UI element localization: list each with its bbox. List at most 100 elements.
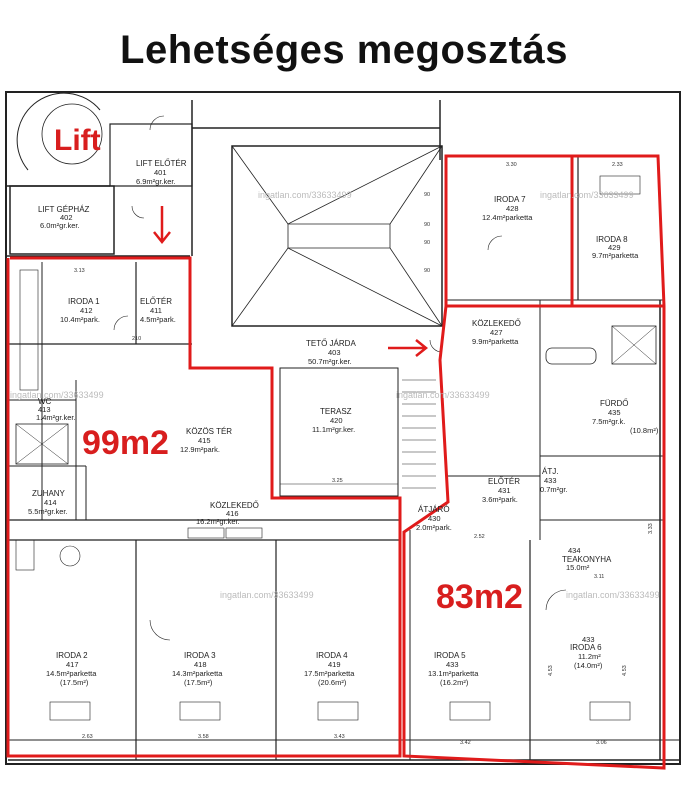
room-iroda-3: IRODA 3 418 14.3m²parketta (17.5m²) <box>172 651 223 687</box>
svg-text:ELŐTÉR: ELŐTÉR <box>140 297 172 306</box>
svg-text:IRODA 5: IRODA 5 <box>434 651 466 660</box>
svg-text:3.42: 3.42 <box>460 740 471 746</box>
watermark: ingatlan.com/33633499 <box>258 190 352 200</box>
svg-text:11.1m²gr.ker.: 11.1m²gr.ker. <box>312 425 355 434</box>
svg-text:(17.5m²): (17.5m²) <box>184 678 213 687</box>
svg-text:9.9m²parketta: 9.9m²parketta <box>472 337 519 346</box>
svg-text:KÖZLEKEDŐ: KÖZLEKEDŐ <box>210 501 259 510</box>
svg-text:3.25: 3.25 <box>332 478 343 484</box>
watermark: ingatlan.com/33633499 <box>220 590 314 600</box>
room-teakonyha: TEAKONYHA 434 15.0m² <box>562 546 612 572</box>
svg-text:(17.5m²): (17.5m²) <box>60 678 89 687</box>
svg-text:(14.0m²): (14.0m²) <box>574 661 603 670</box>
svg-text:3.33: 3.33 <box>648 523 654 534</box>
svg-text:3.43: 3.43 <box>334 734 345 740</box>
room-eloter-411: ELŐTÉR 411 4.5m²park. <box>140 297 176 324</box>
room-atjaro: ÁTJÁRÓ 430 2.0m²park. <box>416 505 452 532</box>
room-iroda-8: IRODA 8 429 9.7m²parketta <box>592 235 639 260</box>
svg-text:IRODA 1: IRODA 1 <box>68 297 100 306</box>
svg-text:(20.6m²): (20.6m²) <box>318 678 347 687</box>
svg-text:428: 428 <box>506 204 519 213</box>
svg-text:429: 429 <box>608 243 621 252</box>
svg-text:3.30: 3.30 <box>506 162 517 168</box>
watermark: ingatlan.com/33633499 <box>540 190 634 200</box>
svg-text:13.1m²parketta: 13.1m²parketta <box>428 669 479 678</box>
entry-arrows <box>153 206 429 357</box>
svg-text:416: 416 <box>226 509 239 518</box>
svg-text:ELŐTÉR: ELŐTÉR <box>488 477 520 486</box>
svg-text:434: 434 <box>568 546 581 555</box>
room-wc: WC 413 1.4m²gr.ker. <box>36 397 76 422</box>
division-outline-right <box>402 154 666 770</box>
svg-text:LIFT GÉPHÁZ: LIFT GÉPHÁZ <box>38 205 90 214</box>
svg-text:KÖZÖS TÉR: KÖZÖS TÉR <box>186 427 232 436</box>
svg-text:14.3m²parketta: 14.3m²parketta <box>172 669 223 678</box>
svg-text:6.9m²gr.ker.: 6.9m²gr.ker. <box>136 177 176 186</box>
svg-text:3.58: 3.58 <box>198 734 209 740</box>
svg-text:LIFT ELŐTÉR: LIFT ELŐTÉR <box>136 159 187 168</box>
watermark: ingatlan.com/33633499 <box>566 590 660 600</box>
svg-text:16.2m²gr.ker.: 16.2m²gr.ker. <box>196 517 240 526</box>
svg-text:2.52: 2.52 <box>474 534 485 540</box>
room-furdo: FÜRDŐ 435 7.5m²gr.k. (10.8m²) <box>592 399 659 435</box>
svg-text:433: 433 <box>544 476 557 485</box>
svg-text:KÖZLEKEDŐ: KÖZLEKEDŐ <box>472 319 521 328</box>
svg-text:ÁTJÁRÓ: ÁTJÁRÓ <box>418 505 450 514</box>
svg-text:402: 402 <box>60 213 73 222</box>
svg-text:1.4m²gr.ker.: 1.4m²gr.ker. <box>36 413 76 422</box>
svg-text:FÜRDŐ: FÜRDŐ <box>600 399 628 408</box>
room-atj-433: ÁTJ. 433 0.7m²gr. <box>540 467 568 494</box>
svg-text:430: 430 <box>428 514 441 523</box>
svg-text:413: 413 <box>38 405 51 414</box>
svg-text:3.13: 3.13 <box>74 268 85 274</box>
svg-text:12.4m²parketta: 12.4m²parketta <box>482 213 533 222</box>
svg-text:(16.2m²): (16.2m²) <box>440 678 469 687</box>
svg-text:IRODA 3: IRODA 3 <box>184 651 216 660</box>
svg-text:4.53: 4.53 <box>548 665 554 676</box>
svg-text:TERASZ: TERASZ <box>320 407 352 416</box>
svg-text:90: 90 <box>424 222 430 228</box>
svg-text:14.5m²parketta: 14.5m²parketta <box>46 669 97 678</box>
room-terasz: TERASZ 420 11.1m²gr.ker. <box>312 407 355 434</box>
area-right-label: 83m2 <box>436 578 523 616</box>
svg-text:90: 90 <box>424 192 430 198</box>
svg-text:(10.8m²): (10.8m²) <box>630 426 659 435</box>
svg-text:2.0m²park.: 2.0m²park. <box>416 523 452 532</box>
svg-text:415: 415 <box>198 436 211 445</box>
svg-text:412: 412 <box>80 306 93 315</box>
svg-text:IRODA 8: IRODA 8 <box>596 235 628 244</box>
svg-text:435: 435 <box>608 408 621 417</box>
svg-text:420: 420 <box>330 416 343 425</box>
svg-text:17.5m²parketta: 17.5m²parketta <box>304 669 355 678</box>
svg-text:403: 403 <box>328 348 341 357</box>
svg-text:427: 427 <box>490 328 503 337</box>
svg-text:ÁTJ.: ÁTJ. <box>542 467 558 476</box>
svg-text:IRODA 7: IRODA 7 <box>494 195 526 204</box>
svg-text:9.7m²parketta: 9.7m²parketta <box>592 251 639 260</box>
svg-text:15.0m²: 15.0m² <box>566 563 590 572</box>
room-iroda-7: IRODA 7 428 12.4m²parketta <box>482 195 533 222</box>
svg-text:TETŐ JÁRDA: TETŐ JÁRDA <box>306 339 356 348</box>
room-kozos-ter: KÖZÖS TÉR 415 12.9m²park. <box>180 427 232 454</box>
room-iroda-5: IRODA 5 433 13.1m²parketta (16.2m²) <box>428 651 479 687</box>
svg-text:3.6m²park.: 3.6m²park. <box>482 495 518 504</box>
watermark: ingatlan.com/33633499 <box>10 390 104 400</box>
svg-text:2.63: 2.63 <box>82 734 93 740</box>
room-lift-gephaz: LIFT GÉPHÁZ 402 6.0m²gr.ker. <box>38 205 90 230</box>
svg-text:50.7m²gr.ker.: 50.7m²gr.ker. <box>308 357 352 366</box>
svg-text:401: 401 <box>154 168 167 177</box>
room-eloter-431: ELŐTÉR 431 3.6m²park. <box>482 477 520 504</box>
svg-text:4.5m²park.: 4.5m²park. <box>140 315 176 324</box>
svg-text:WC: WC <box>38 397 52 406</box>
svg-text:418: 418 <box>194 660 207 669</box>
svg-text:411: 411 <box>150 306 162 315</box>
svg-text:210: 210 <box>132 336 141 342</box>
room-zuhany: ZUHANY 414 5.5m²gr.ker. <box>28 489 68 516</box>
svg-text:414: 414 <box>44 498 57 507</box>
svg-text:10.4m²park.: 10.4m²park. <box>60 315 100 324</box>
svg-text:4.53: 4.53 <box>622 665 628 676</box>
svg-text:417: 417 <box>66 660 79 669</box>
svg-text:6.0m²gr.ker.: 6.0m²gr.ker. <box>40 221 80 230</box>
room-iroda-6: IRODA 6 433 11.2m² (14.0m²) <box>570 635 603 670</box>
